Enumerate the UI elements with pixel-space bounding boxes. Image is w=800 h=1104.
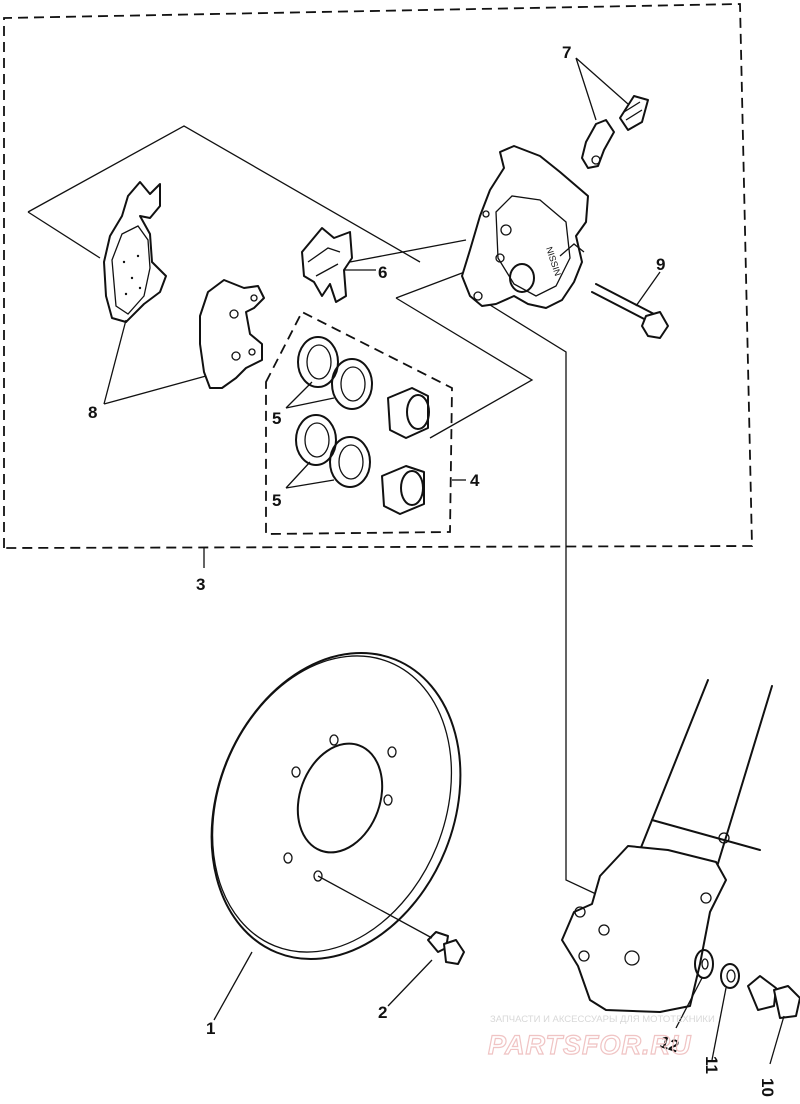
pad-spring <box>301 227 353 303</box>
leader-5a <box>285 381 335 409</box>
caliper-piston-lower <box>381 465 425 515</box>
leader-7 <box>575 57 629 121</box>
leader-9 <box>635 271 661 307</box>
leader-10 <box>769 1015 785 1065</box>
seal-kit-boundary <box>265 310 453 535</box>
leader-5b <box>285 461 335 489</box>
brake-pad-rear <box>199 279 265 389</box>
label-9: 9 <box>656 255 665 274</box>
label-10: 10 <box>758 1078 777 1097</box>
leader-11 <box>711 987 727 1061</box>
guide-line-pad-lower <box>27 211 101 259</box>
disc-bolt <box>427 931 465 965</box>
piston-seal-4 <box>329 436 371 488</box>
piston-seal-2 <box>331 358 373 410</box>
brake-caliper: NISSIN <box>461 145 589 309</box>
label-11: 11 <box>702 1056 721 1074</box>
caliper-bolt <box>591 283 669 339</box>
caliper-kit-boundary <box>3 3 753 549</box>
spring-washer <box>720 963 740 989</box>
axle-bolt <box>747 975 800 1019</box>
front-fork <box>561 679 773 1013</box>
label-6: 6 <box>378 263 387 282</box>
leader-1 <box>213 951 253 1021</box>
label-3: 3 <box>196 575 205 594</box>
label-4: 4 <box>470 471 480 490</box>
label-5a: 5 <box>272 409 281 428</box>
guide-line-pads <box>27 125 421 263</box>
guide-line-mount <box>481 299 597 895</box>
label-1: 1 <box>206 1019 215 1038</box>
watermark-brand: PARTSFOR.RU <box>488 1030 692 1060</box>
leader-12 <box>675 977 703 1029</box>
guide-line-spring <box>349 239 467 263</box>
watermark-tagline: ЗАПЧАСТИ И АКСЕССУАРЫ ДЛЯ МОТОТЕХНИКИ <box>490 1014 715 1025</box>
bleed-screw <box>581 95 649 169</box>
label-2: 2 <box>378 1003 387 1022</box>
brake-disc <box>210 651 462 961</box>
caliper-piston-upper <box>387 387 430 439</box>
disc-bolt-axis <box>317 875 433 939</box>
label-5b: 5 <box>272 491 281 510</box>
piston-seal-3 <box>295 414 337 466</box>
leader-8 <box>103 319 207 405</box>
brake-pad-front <box>103 181 167 323</box>
piston-seal-1 <box>297 336 339 388</box>
plain-washer <box>694 949 714 979</box>
label-7: 7 <box>562 43 571 62</box>
leader-2 <box>387 959 433 1007</box>
label-8: 8 <box>88 403 97 422</box>
guide-line-seals <box>395 269 534 439</box>
label-12: 12 <box>657 1032 681 1056</box>
